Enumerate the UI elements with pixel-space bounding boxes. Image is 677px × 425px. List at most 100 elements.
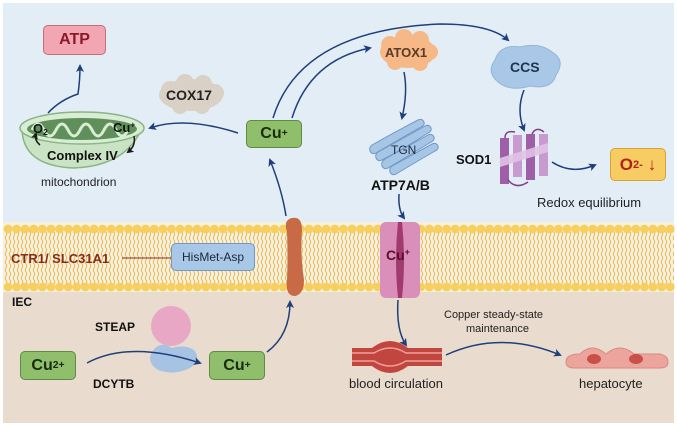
hepatocyte-label: hepatocyte (579, 376, 643, 391)
lipid-head (313, 224, 322, 234)
lipid-head (597, 224, 606, 234)
lipid-head (63, 224, 73, 234)
pathway-arrows (47, 23, 597, 365)
lipid-head (46, 224, 56, 234)
blood-circulation-label: blood circulation (349, 376, 443, 391)
lipid-head (38, 282, 47, 292)
lipid-head (571, 224, 580, 234)
lipid-head (38, 224, 47, 234)
lipid-head (235, 224, 245, 234)
mitochondrion (19, 111, 145, 169)
lipid-head (72, 224, 82, 234)
lipid-head (184, 282, 194, 292)
lipid-head (46, 282, 56, 292)
lipid-head (648, 224, 658, 234)
lipid-head (123, 282, 133, 292)
lipid-head (29, 224, 39, 234)
lipid-head (132, 282, 142, 292)
channel-cu-label: Cu+ (386, 247, 410, 263)
cu-plus-box-top: Cu+ (246, 120, 302, 148)
lipid-head (493, 282, 503, 292)
lipid-head (141, 224, 151, 234)
lipid-head (29, 282, 39, 292)
lipid-head (665, 282, 675, 292)
lipid-head (519, 282, 529, 292)
arrow-channel-to-blood (396, 299, 408, 347)
lipid-head (605, 224, 615, 234)
lipid-head (588, 282, 598, 292)
lipid-head (55, 224, 64, 234)
atox1-label: ATOX1 (385, 45, 428, 60)
lipid-head (261, 224, 271, 234)
cox17-protein (159, 74, 224, 114)
arrow-cu-to-atox1 (291, 45, 372, 119)
complex-iv-label: Complex IV (47, 148, 118, 163)
lipid-head (89, 224, 99, 234)
lipid-head (106, 282, 116, 292)
atp-label: ATP (59, 31, 90, 48)
lipid-head (657, 224, 666, 234)
lipid-head (459, 282, 469, 292)
lipid-head (20, 282, 30, 292)
lipid-head (459, 224, 469, 234)
lipid-head (442, 224, 451, 234)
lipid-head (450, 224, 460, 234)
lipid-head (442, 282, 451, 292)
arrow-sod1-to-o2 (551, 161, 597, 172)
lipid-head (502, 282, 512, 292)
lipid-head (450, 282, 460, 292)
lipid-head (536, 282, 546, 292)
lipid-head (201, 224, 211, 234)
lipid-head (364, 282, 374, 292)
lipid-head (554, 224, 563, 234)
atp7ab-label: ATP7A/B (371, 177, 430, 193)
lipid-head (579, 282, 589, 292)
lipid-head (545, 224, 555, 234)
lipid-head (321, 282, 331, 292)
lipid-head (218, 282, 228, 292)
ctr1-label: CTR1/ SLC31A1 (11, 251, 110, 266)
redox-equilibrium-label: Redox equilibrium (537, 195, 642, 210)
lipid-head (657, 282, 666, 292)
lipid-head (528, 282, 537, 292)
lipid-head (167, 282, 176, 292)
lipid-head (588, 224, 598, 234)
atox1-protein (380, 29, 438, 71)
steady-state-label-line2: maintenance (466, 323, 529, 335)
lipid-head (149, 224, 159, 234)
lipid-head (261, 282, 271, 292)
lipid-head (81, 282, 90, 292)
lipid-head (89, 282, 99, 292)
lipid-head (227, 282, 237, 292)
iec-region (3, 292, 674, 423)
arrow-ctr1-to-cu (268, 158, 287, 217)
lipid-head (313, 282, 322, 292)
dcytb-protein (150, 344, 198, 373)
lipid-head (579, 224, 589, 234)
lipid-head (278, 282, 288, 292)
lipid-head (175, 224, 185, 234)
lipid-head (244, 282, 254, 292)
lipid-head (545, 282, 555, 292)
lipid-head (339, 224, 348, 234)
arrow-cu2-to-cu (86, 350, 202, 365)
lipid-head (72, 282, 82, 292)
arrow-mito-to-atp (47, 64, 84, 114)
lipid-head (339, 282, 348, 292)
mito-cu-label: Cu+ (113, 119, 136, 135)
iec-label: IEC (12, 295, 33, 309)
lipid-head (476, 282, 486, 292)
ccs-label: CCS (510, 59, 540, 75)
lipid-head (141, 282, 151, 292)
lipid-head (192, 224, 202, 234)
lipid-head (201, 282, 211, 292)
lipid-head (270, 224, 279, 234)
lipid-head (227, 224, 237, 234)
sod1-protein (500, 128, 548, 187)
arrow-ccs-to-sod1 (518, 89, 526, 132)
lipid-head (511, 282, 520, 292)
lipid-head (640, 224, 649, 234)
